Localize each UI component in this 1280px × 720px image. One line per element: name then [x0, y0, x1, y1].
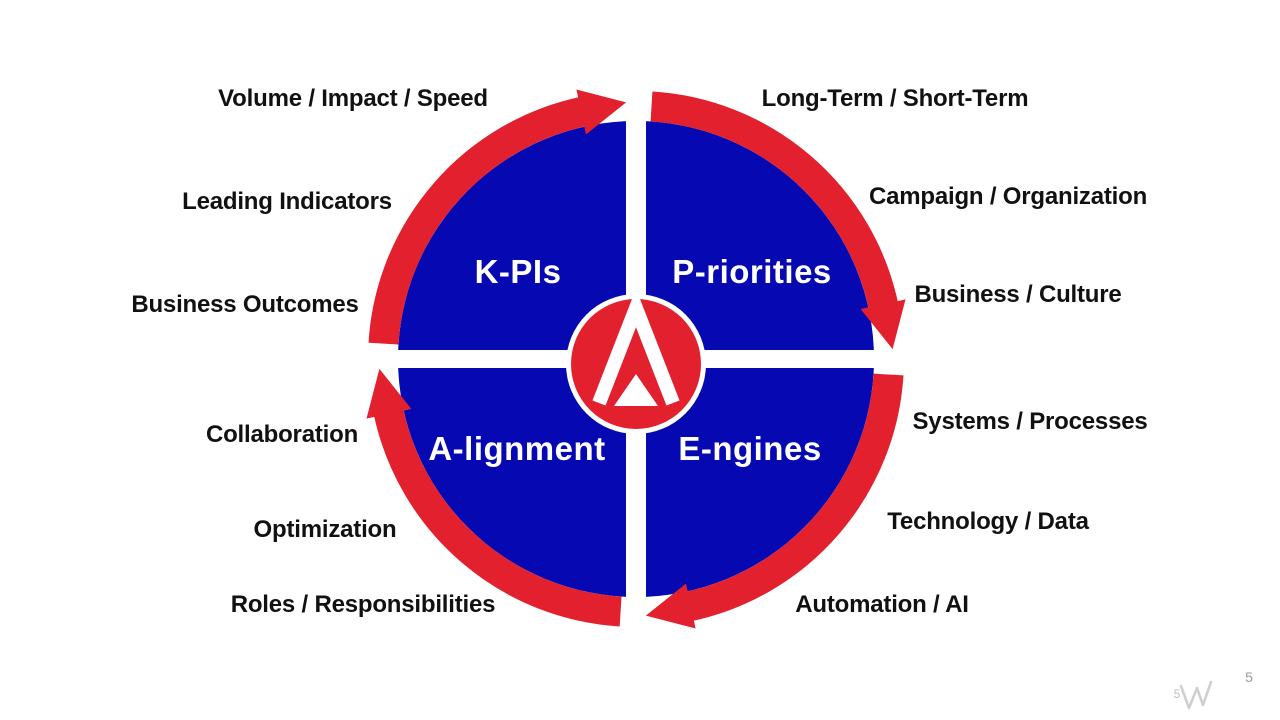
arc-top-right	[650, 91, 906, 350]
label-campaign-organization: Campaign / Organization	[868, 183, 1148, 210]
label-technology-data: Technology / Data	[887, 508, 1089, 535]
label-automation-ai: Automation / AI	[795, 591, 969, 618]
label-business-culture: Business / Culture	[914, 281, 1122, 308]
label-business-outcomes: Business Outcomes	[131, 291, 359, 318]
a-mountain-logo-icon	[566, 288, 706, 434]
label-roles-responsibilities: Roles / Responsibilities	[230, 591, 496, 618]
w-watermark-logo-icon	[1179, 680, 1213, 710]
quadrant-title-kpis: K-PIs	[474, 253, 562, 290]
label-systems-processes: Systems / Processes	[912, 408, 1148, 435]
quadrant-title-alignment: A-lignment	[428, 430, 606, 467]
arc-bottom-right	[645, 373, 904, 629]
label-leading-indicators: Leading Indicators	[182, 188, 392, 215]
quadrant-title-engines: E-ngines	[678, 430, 822, 467]
label-optimization: Optimization	[253, 516, 397, 543]
page-number-watermark: 5	[1173, 687, 1181, 701]
arc-bottom-left	[366, 368, 622, 627]
label-collaboration: Collaboration	[205, 421, 359, 448]
arc-top-left	[368, 89, 627, 345]
clockwise-cycle-arrows-icon	[366, 89, 906, 629]
label-long-term-short-term: Long-Term / Short-Term	[761, 85, 1029, 112]
quadrant-title-priorities: P-riorities	[672, 253, 832, 290]
page-number: 5	[1245, 669, 1253, 685]
label-volume-impact-speed: Volume / Impact / Speed	[218, 85, 488, 112]
